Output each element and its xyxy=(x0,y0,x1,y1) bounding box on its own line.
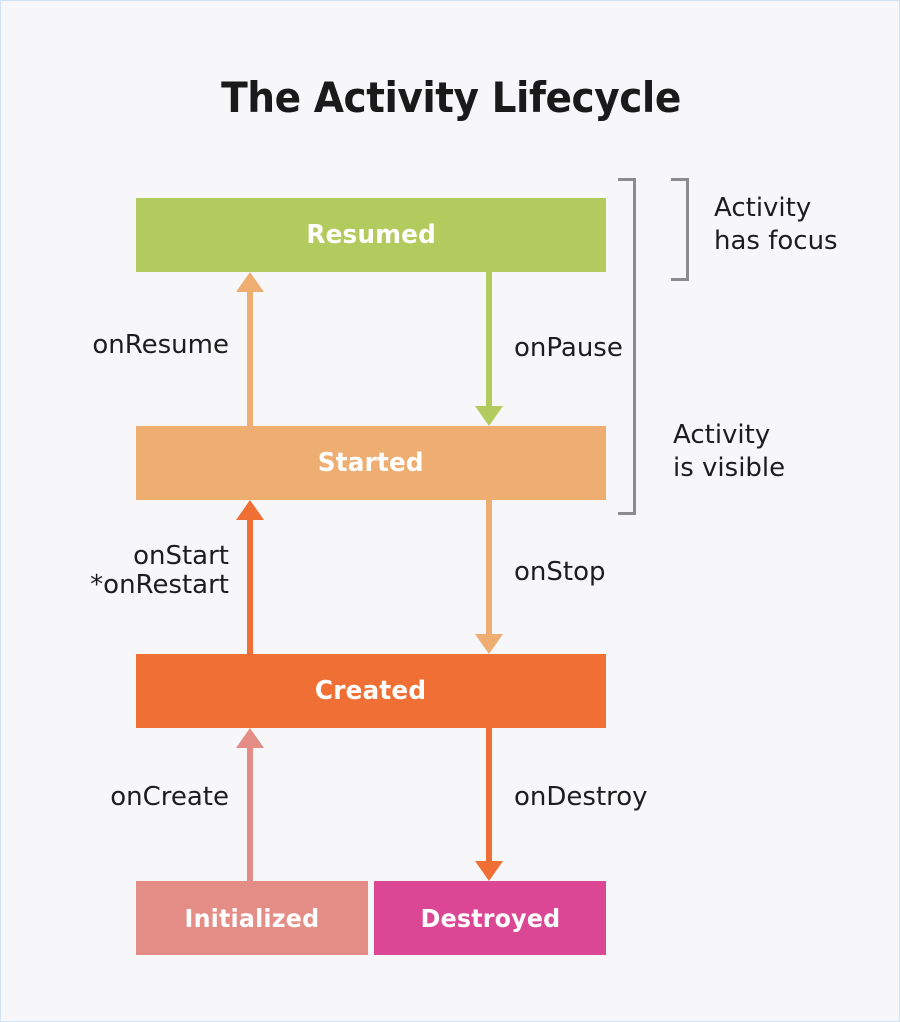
bracket-has-focus xyxy=(671,178,689,281)
state-box-started: Started xyxy=(136,426,606,500)
arrow-shaft xyxy=(247,516,253,654)
transition-label-onstop: onStop xyxy=(514,557,606,587)
transition-label-onpause: onPause xyxy=(514,333,623,363)
transition-label-onresume: onResume xyxy=(92,330,229,360)
state-box-destroyed: Destroyed xyxy=(374,881,606,955)
transition-label-oncreate: onCreate xyxy=(110,782,229,812)
state-box-initialized: Initialized xyxy=(136,881,368,955)
state-label-started: Started xyxy=(317,448,425,478)
arrow-oncreate-icon xyxy=(236,728,264,881)
bracket-is-visible xyxy=(618,178,636,515)
arrowhead-down-icon xyxy=(475,861,503,881)
arrow-shaft xyxy=(247,288,253,426)
arrow-onpause-icon xyxy=(475,272,503,426)
state-label-resumed: Resumed xyxy=(306,220,436,250)
arrow-onstart-icon xyxy=(236,500,264,654)
arrow-ondestroy-icon xyxy=(475,728,503,881)
state-label-destroyed: Destroyed xyxy=(420,903,560,933)
arrowhead-up-icon xyxy=(236,500,264,520)
arrow-onresume-icon xyxy=(236,272,264,426)
state-box-created: Created xyxy=(136,654,606,728)
annotation-label-is-visible: Activity is visible xyxy=(673,420,786,484)
arrow-shaft xyxy=(486,272,492,408)
arrowhead-up-icon xyxy=(236,728,264,748)
state-label-initialized: Initialized xyxy=(184,903,320,933)
arrow-onstop-icon xyxy=(475,500,503,654)
state-box-resumed: Resumed xyxy=(136,198,606,272)
state-label-created: Created xyxy=(315,676,427,706)
arrow-shaft xyxy=(247,744,253,881)
transition-label-onstart: onStart *onRestart xyxy=(90,541,229,601)
arrow-shaft xyxy=(486,500,492,636)
arrowhead-up-icon xyxy=(236,272,264,292)
annotation-label-has-focus: Activity has focus xyxy=(714,193,838,257)
arrowhead-down-icon xyxy=(475,634,503,654)
transition-label-ondestroy: onDestroy xyxy=(514,782,648,812)
arrowhead-down-icon xyxy=(475,406,503,426)
arrow-shaft xyxy=(486,728,492,863)
page-title: The Activity Lifecycle xyxy=(221,73,681,122)
